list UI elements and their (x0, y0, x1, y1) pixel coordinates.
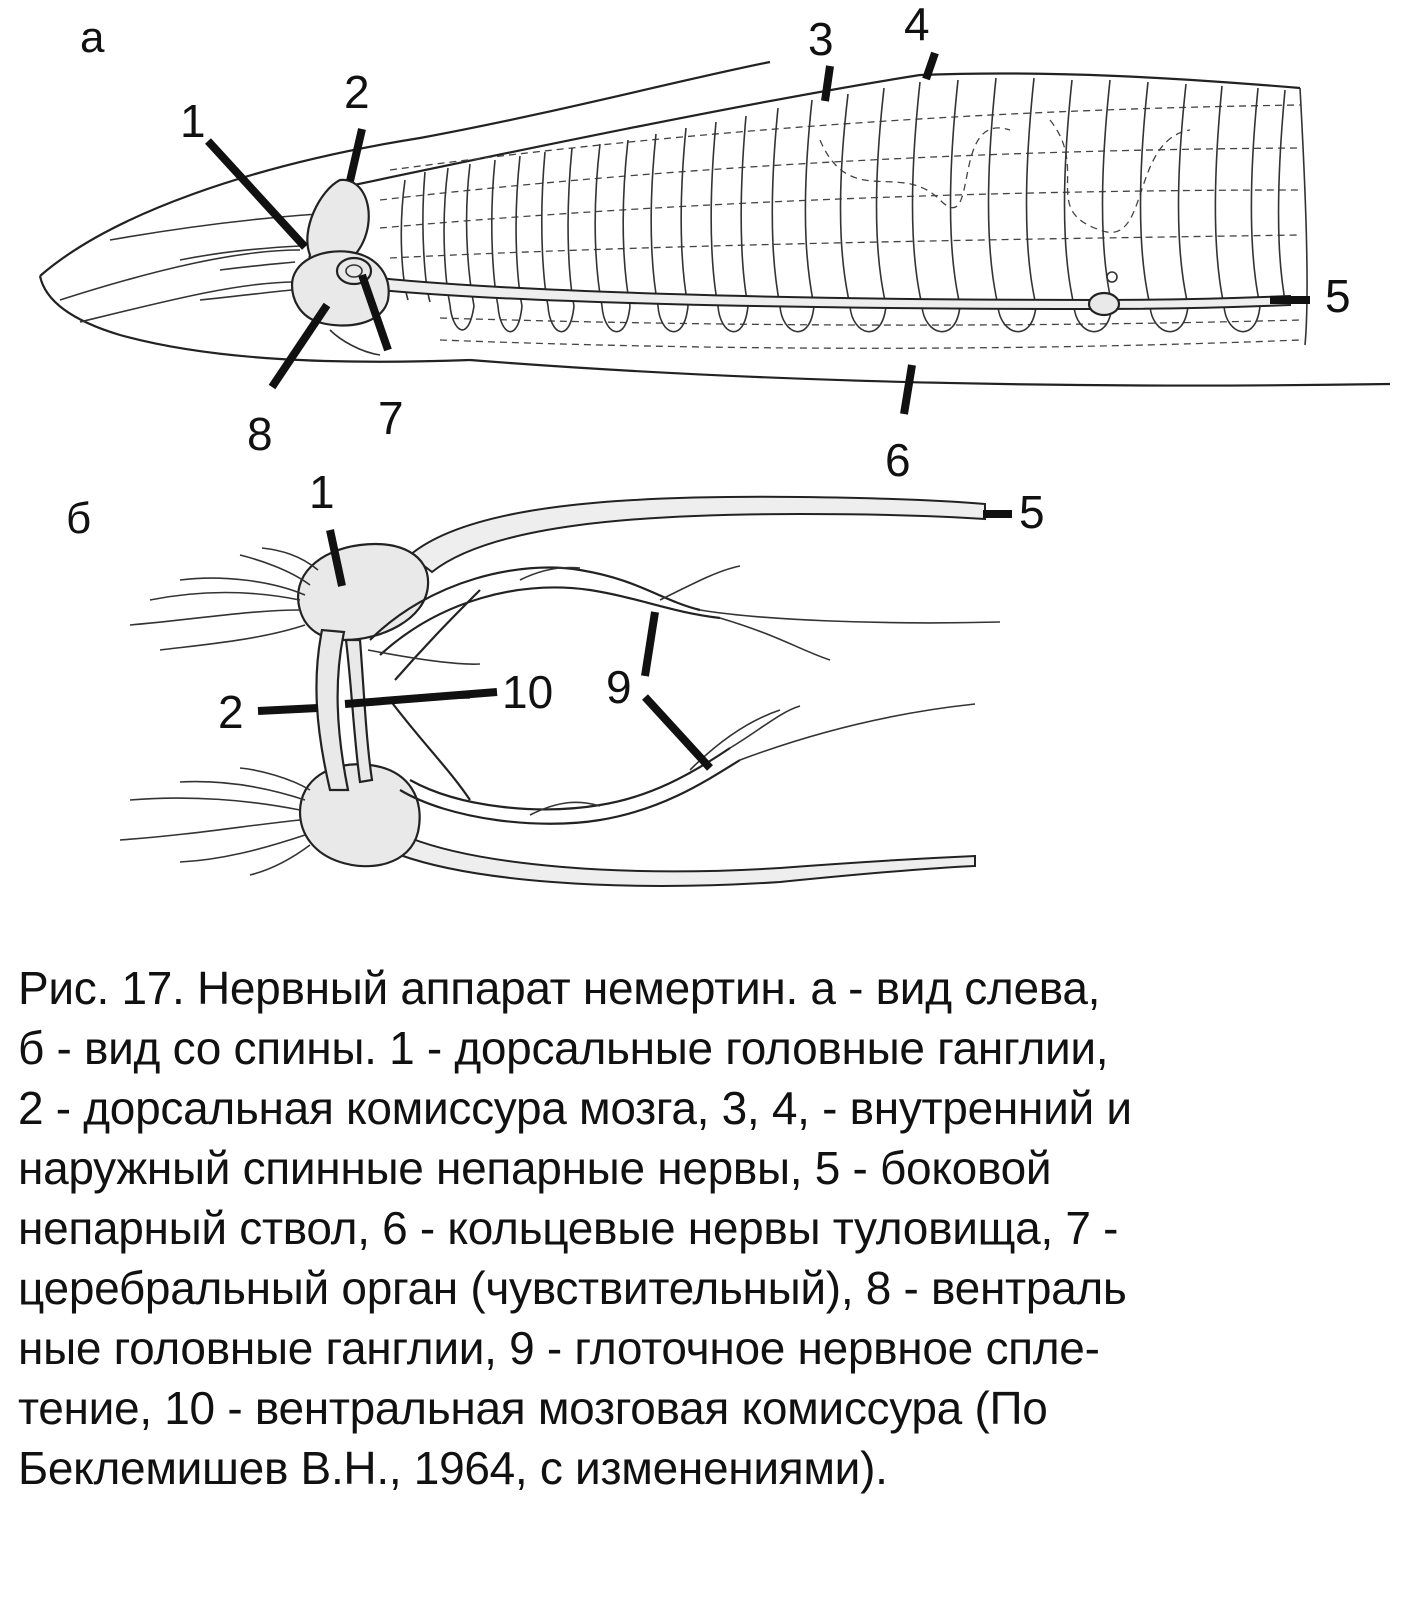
leader-a3 (821, 65, 834, 102)
leader-b2 (257, 704, 319, 715)
leader-a2 (346, 128, 366, 182)
ventral-commissure (344, 638, 374, 784)
label-b-9: 9 (606, 661, 632, 713)
label-a-6: 6 (885, 434, 911, 486)
label-b-5: 5 (1019, 486, 1045, 538)
cerebral-organ-lumen (345, 264, 363, 278)
panel-a-label: а (80, 13, 105, 62)
nemertean-nervous-system-figure: а 1 2 3 4 5 6 7 8 (38, 0, 1391, 887)
panel-b-label: б (66, 494, 91, 543)
leader-a8 (268, 302, 331, 390)
dorsal-commissure (315, 628, 350, 792)
label-b-1: 1 (309, 466, 335, 518)
leader-b9-lower (642, 694, 713, 771)
leader-b1 (326, 529, 346, 587)
lateral-nerve-cord (359, 274, 1291, 311)
body-outline (38, 60, 1391, 387)
panel-b-dorsal-view: б 1 2 5 9 10 (66, 466, 1045, 887)
label-a-3: 3 (808, 13, 834, 65)
leader-a4 (922, 51, 939, 81)
label-a-1: 1 (180, 95, 206, 147)
small-organ (1106, 271, 1118, 283)
label-a-2: 2 (344, 66, 370, 118)
leader-b10 (344, 688, 498, 708)
lower-lateral-cord (398, 836, 976, 887)
leader-b9-upper (641, 611, 659, 677)
leader-a6 (900, 364, 916, 415)
label-b-10: 10 (502, 666, 553, 718)
label-a-7: 7 (378, 392, 404, 444)
figure-caption: Рис. 17. Нервный аппарат немертин. а - в… (18, 962, 1132, 1494)
label-a-8: 8 (247, 408, 273, 460)
internal-dashed-lines (379, 104, 1301, 349)
leader-a7 (358, 273, 392, 352)
dorsal-ganglion (297, 543, 430, 642)
leader-a1 (205, 138, 308, 250)
label-a-5: 5 (1325, 270, 1351, 322)
panel-a-left-view: а 1 2 3 4 5 6 7 8 (38, 0, 1391, 486)
upper-lateral-cord (408, 495, 986, 574)
label-a-4: 4 (904, 0, 930, 50)
label-b-2: 2 (218, 686, 244, 738)
proboscis-sheath (329, 329, 381, 356)
cord-swelling (1087, 291, 1121, 317)
